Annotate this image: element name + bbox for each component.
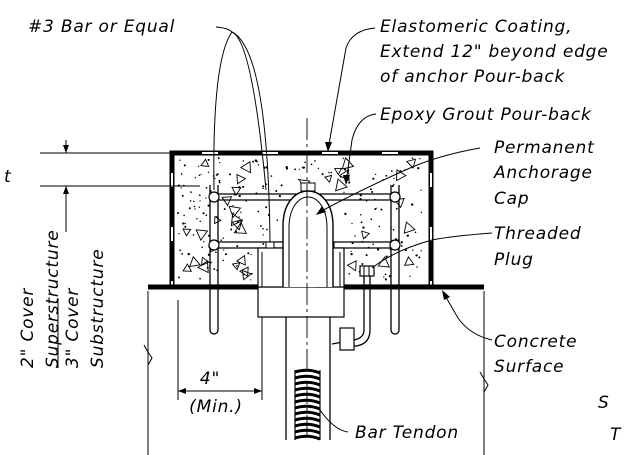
coating-label-line3: of anchor Pour-back xyxy=(380,67,565,87)
min-label: (Min.) xyxy=(189,397,243,417)
elastomeric-coating xyxy=(169,150,434,285)
leader-lines xyxy=(213,26,493,433)
threaded-plug xyxy=(331,265,375,351)
t-label: t xyxy=(4,167,12,187)
cap-label-line1: Permanent xyxy=(494,138,595,158)
coating-label-line1: Elastomeric Coating, xyxy=(380,17,572,37)
surface-label-line2: Surface xyxy=(494,357,564,377)
substructure-label: Substructure xyxy=(88,249,108,368)
cover-super-label: 2" Cover xyxy=(18,288,38,368)
plug-label-line2: Plug xyxy=(494,250,534,270)
cut-s-label: S xyxy=(598,393,610,413)
bar-tendon xyxy=(285,118,331,441)
tendon-label: Bar Tendon xyxy=(355,423,459,443)
coating-label-line2: Extend 12" beyond edge xyxy=(380,42,609,62)
four-inch-label: 4" xyxy=(200,369,220,389)
plug-label-line1: Threaded xyxy=(494,224,581,244)
cover-sub-label: 3" Cover xyxy=(63,288,83,368)
cap-label-line3: Cap xyxy=(494,189,529,209)
superstructure-label: Superstructure xyxy=(43,229,63,368)
cap-label-line2: Anchorage xyxy=(493,163,593,183)
bar-label: #3 Bar or Equal xyxy=(28,17,175,37)
surface-label-line1: Concrete xyxy=(494,332,577,352)
permanent-anchorage-cap xyxy=(282,190,334,287)
grout-label: Epoxy Grout Pour-back xyxy=(380,105,592,125)
t-dimension xyxy=(40,140,200,232)
tendon-threads xyxy=(294,368,321,441)
four-inch-dimension xyxy=(177,300,263,400)
cut-t-label: T xyxy=(610,425,622,445)
